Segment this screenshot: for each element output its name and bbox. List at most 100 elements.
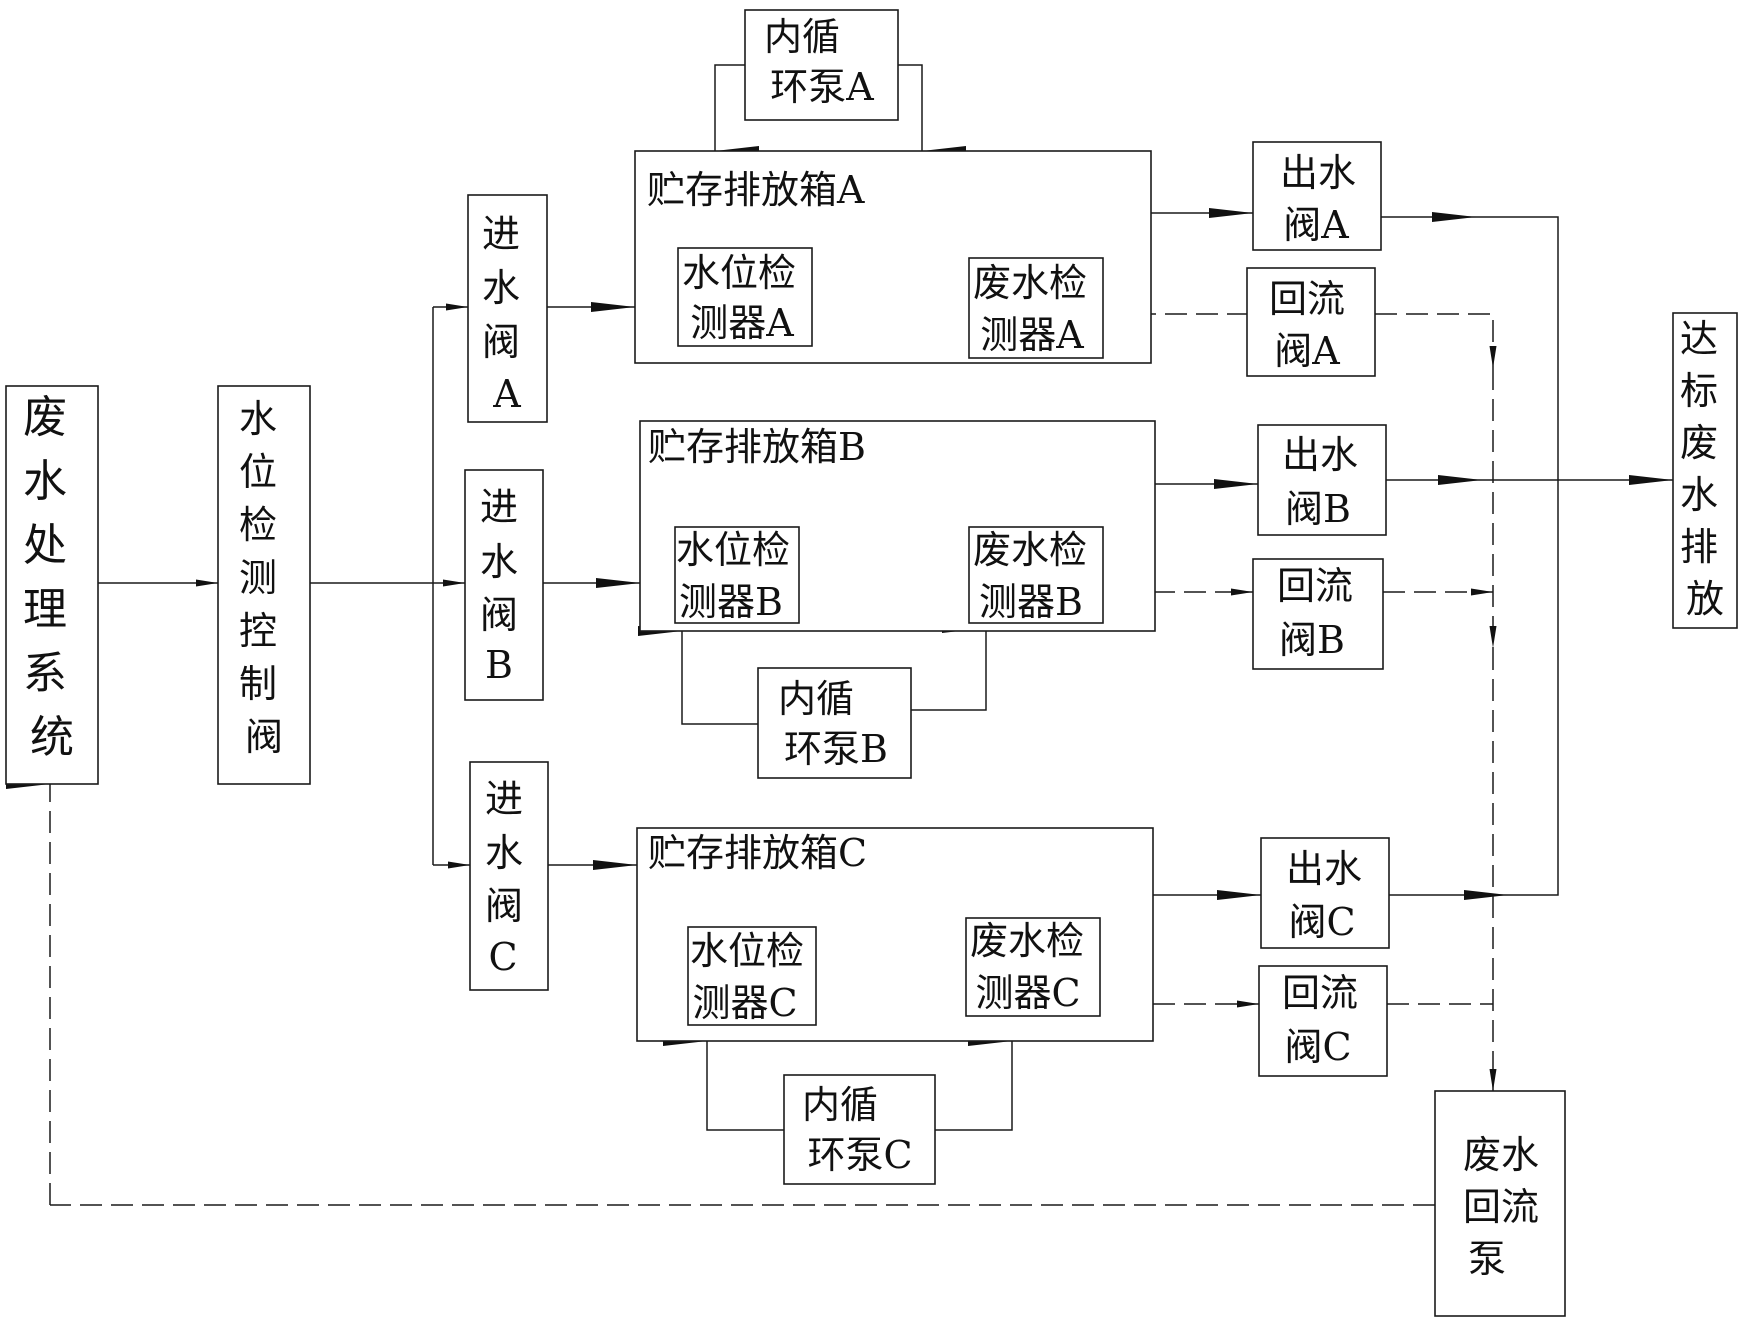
- svg-text:出水 阀A: 出水 阀A: [1280, 151, 1368, 247]
- svg-text:水位检 测器B: 水位检 测器B: [676, 528, 802, 624]
- wastewater-detector-b-label-line: 废水检: [973, 528, 1087, 572]
- outlet-valve-a-label-line: 出水: [1280, 151, 1356, 195]
- inlet-valve-a-label-char: 水: [482, 266, 520, 310]
- pump-a-left-return: [714, 64, 759, 156]
- svg-text:水位检 测器A: 水位检 测器A: [682, 251, 808, 345]
- svg-text:出水 阀B: 出水 阀B: [1282, 433, 1370, 531]
- inlet-valve-c-label-char: 水: [485, 831, 523, 875]
- pump-b-left-return: [638, 626, 758, 725]
- svg-text:达 标 废 水: 达 标 废 水 排 放: [1680, 317, 1730, 621]
- wastewater-detector-c-label-line: 测器C: [975, 971, 1080, 1015]
- circulation-pump-c-label-line: 环泵C: [807, 1133, 912, 1177]
- level-detector-b-label-line: 水位检: [676, 528, 790, 572]
- level-detector-c: 水位检 测器C: [687, 926, 817, 1026]
- solid-connectors: [98, 64, 1673, 1131]
- svg-text:废水 回流 泵: 废水 回流 泵: [1463, 1133, 1551, 1281]
- system-label-char: 理: [23, 584, 67, 635]
- inlet-valve-c: 进 水 阀 C: [469, 761, 549, 991]
- control-valve-label-char: 检: [239, 503, 277, 547]
- inlet-valve-a-label-char: 进: [482, 212, 520, 256]
- wastewater-detector-b: 废水检 测器B: [968, 526, 1104, 624]
- return-pump-label-line: 废水: [1463, 1133, 1539, 1177]
- inlet-valve-c-label-char: 进: [485, 777, 523, 821]
- discharge-label-char: 水: [1680, 473, 1718, 517]
- compliant-wastewater-discharge: 达 标 废 水 排 放: [1672, 312, 1738, 629]
- wastewater-return-pump: 废水 回流 泵: [1434, 1090, 1566, 1317]
- inlet-valve-c-label-char: 阀: [485, 884, 523, 928]
- circulation-pump-b-label-line: 内循: [778, 677, 854, 721]
- outlet-valve-c: 出水 阀C: [1260, 837, 1390, 949]
- system-label-char: 废: [23, 392, 67, 443]
- svg-text:进 水 阀 B: 进 水 阀 B: [480, 485, 530, 687]
- pump-a-right-return: [898, 64, 966, 156]
- level-detector-a: 水位检 测器A: [677, 247, 813, 347]
- collector-from-c: [1508, 480, 1559, 896]
- circulation-pump-b: 内循 环泵B: [757, 667, 912, 779]
- reflux-valve-b-label-line: 阀B: [1279, 618, 1345, 662]
- wastewater-treatment-system: 废 水 处 理 系 统: [5, 385, 99, 785]
- system-label-char: 处: [23, 520, 67, 571]
- svg-text:废水检 测器C: 废水检 测器C: [970, 919, 1096, 1015]
- circulation-pump-a: 内循 环泵A: [744, 9, 899, 121]
- reflux-valve-b: 回流 阀B: [1252, 558, 1384, 670]
- svg-text:废水检 测器B: 废水检 测器B: [973, 528, 1099, 624]
- svg-text:内循 环泵A: 内循 环泵A: [764, 15, 874, 109]
- inlet-valve-b-label-char: 进: [480, 485, 518, 529]
- wastewater-detector-c: 废水检 测器C: [965, 917, 1101, 1017]
- discharge-label-char: 排: [1680, 525, 1718, 569]
- reflux-valve-a-label-line: 阀A: [1274, 329, 1340, 373]
- discharge-label-char: 达: [1680, 317, 1718, 361]
- svg-text:回流 阀C: 回流 阀C: [1282, 971, 1370, 1069]
- discharge-label-char: 标: [1680, 369, 1718, 413]
- wastewater-detector-c-label-line: 废水检: [970, 919, 1084, 963]
- svg-text:废水检 测器A: 废水检 测器A: [973, 261, 1099, 357]
- svg-text:水 位 检 测: 水 位 检 测 控 制 阀: [239, 397, 289, 759]
- storage-tank-c-title: 贮存排放箱C: [648, 831, 867, 875]
- storage-tank-a-title: 贮存排放箱A: [647, 168, 865, 212]
- svg-text:回流 阀A: 回流 阀A: [1269, 277, 1357, 373]
- pump-c-left-return: [663, 1036, 784, 1131]
- inlet-valve-b-label-char: 水: [480, 540, 518, 584]
- wastewater-detector-b-label-line: 测器B: [979, 580, 1083, 624]
- system-label-char: 统: [30, 712, 74, 763]
- circulation-pump-a-label-line: 内循: [764, 15, 840, 59]
- control-valve-label-char: 位: [239, 450, 277, 494]
- inlet-valve-b-label-char: 阀: [480, 593, 518, 637]
- svg-text:废 水 处 理: 废 水 处 理 系 统: [23, 392, 81, 763]
- return-pump-label-line: 回流: [1463, 1185, 1539, 1229]
- level-detector-b-label-line: 测器B: [679, 580, 783, 624]
- svg-text:内循 环泵B: 内循 环泵B: [778, 677, 888, 771]
- reflux-valve-a-label-line: 回流: [1269, 277, 1345, 321]
- svg-text:进 水 阀 A: 进 水 阀 A: [482, 212, 532, 416]
- flow-reflux-a-to-return: [1375, 313, 1497, 368]
- outlet-valve-a-label-line: 阀A: [1283, 203, 1349, 247]
- svg-text:水位检 测器C: 水位检 测器C: [690, 929, 816, 1025]
- svg-text:内循 环泵C: 内循 环泵C: [802, 1083, 913, 1177]
- control-valve-label-char: 制: [239, 662, 277, 706]
- system-label-char: 水: [23, 456, 67, 507]
- control-valve-label-char: 控: [239, 609, 277, 653]
- wastewater-detector-a-label-line: 测器A: [980, 313, 1084, 357]
- outlet-valve-c-label-line: 阀C: [1288, 900, 1355, 944]
- reflux-valve-a: 回流 阀A: [1246, 267, 1376, 377]
- discharge-label-char: 放: [1686, 577, 1724, 621]
- level-detection-control-valve: 水 位 检 测 控 制 阀: [217, 385, 311, 785]
- wastewater-detector-a-label-line: 废水检: [973, 261, 1087, 305]
- outlet-valve-b: 出水 阀B: [1257, 424, 1387, 536]
- outlet-valve-b-label-line: 阀B: [1285, 487, 1351, 531]
- circulation-pump-c-label-line: 内循: [802, 1083, 878, 1127]
- reflux-valve-c-label-line: 回流: [1282, 971, 1358, 1015]
- outlet-valve-a: 出水 阀A: [1252, 141, 1382, 251]
- circulation-pump-a-label-line: 环泵A: [770, 65, 874, 109]
- svg-text:回流 阀B: 回流 阀B: [1277, 564, 1365, 662]
- outlet-valve-b-label-line: 出水: [1282, 433, 1358, 477]
- inlet-valve-b: 进 水 阀 B: [464, 469, 544, 701]
- reflux-valve-c: 回流 阀C: [1258, 965, 1388, 1077]
- outlet-valve-c-label-line: 出水: [1286, 847, 1362, 891]
- level-detector-a-label-line: 水位检: [682, 251, 796, 295]
- wastewater-detector-a: 废水检 测器A: [968, 257, 1104, 359]
- control-valve-label-char: 阀: [245, 715, 283, 759]
- circulation-pump-b-label-line: 环泵B: [784, 727, 888, 771]
- pump-b-right-return: [911, 623, 987, 711]
- level-detector-b: 水位检 测器B: [674, 526, 802, 624]
